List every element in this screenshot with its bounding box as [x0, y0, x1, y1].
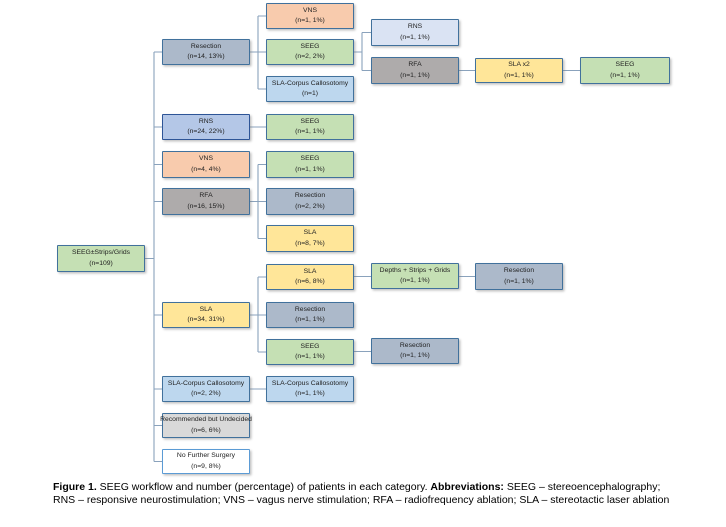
node-seeg-strips-grids-root: SEEG±Strips/Grids (n=109) — [57, 245, 145, 272]
node-label: No Further Surgery — [176, 452, 236, 460]
node-seeg-1-after-rfa: SEEG (n=1, 1%) — [266, 151, 354, 178]
abbreviations-label: Abbreviations: — [430, 481, 504, 493]
node-resection-1-after-seeg: Resection (n=1, 1%) — [371, 338, 459, 364]
node-seeg-2: SEEG (n=2, 2%) — [266, 39, 354, 65]
node-stats: (n=8, 7%) — [295, 239, 325, 247]
node-label: SLA-Corpus Callosotomy — [167, 379, 245, 387]
node-resection-1-after-depths: Resection (n=1, 1%) — [475, 263, 563, 290]
node-stats: (n=2, 2%) — [295, 202, 325, 210]
node-label: Resection — [399, 341, 431, 349]
node-stats: (n=1, 1%) — [295, 390, 325, 397]
node-stats: (n=34, 31%) — [187, 316, 225, 323]
node-label: RFA — [199, 192, 213, 200]
node-label: SLA x2 — [508, 61, 530, 69]
node-stats: (n=1, 1%) — [400, 277, 430, 284]
node-stats: (n=1, 1%) — [400, 33, 430, 41]
node-stats: (n=6, 6%) — [191, 426, 221, 434]
node-stats: (n=24, 22%) — [187, 128, 225, 135]
node-stats: (n=16, 15%) — [187, 202, 225, 210]
node-sla-x2: SLA x2 (n=1, 1%) — [475, 58, 563, 83]
node-label: SLA — [199, 305, 213, 313]
node-rns-24: RNS (n=24, 22%) — [162, 114, 250, 140]
node-stats: (n=1, 1%) — [400, 71, 430, 79]
figure-caption: Figure 1. SEEG workflow and number (perc… — [53, 481, 681, 508]
node-stats: (n=6, 8%) — [295, 278, 325, 285]
node-stats: (n=1, 1%) — [504, 277, 534, 285]
node-sla-34: SLA (n=34, 31%) — [162, 302, 250, 328]
node-rns-1: RNS (n=1, 1%) — [371, 19, 459, 46]
node-label: VNS — [199, 155, 213, 163]
node-stats: (n=1, 1%) — [295, 17, 325, 24]
node-vns-4: VNS (n=4, 4%) — [162, 151, 250, 178]
node-no-further-surgery: No Further Surgery (n=9, 8%) — [162, 449, 250, 474]
node-recommended-but-undecided: Recommended but Undecided (n=6, 6%) — [160, 413, 252, 438]
node-label: SLA-Corpus Callosotomy — [271, 379, 349, 387]
node-vns-1: VNS (n=1, 1%) — [266, 3, 354, 29]
node-label: SLA — [303, 229, 317, 237]
node-stats: (n=1, 1%) — [400, 352, 430, 359]
node-label: RNS — [407, 23, 423, 31]
node-sla-corpus-callosotomy-2: SLA-Corpus Callosotomy (n=2, 2%) — [162, 376, 250, 402]
node-label: Resection — [294, 192, 326, 200]
figure-label: Figure 1. — [53, 481, 97, 493]
node-label: SLA — [303, 267, 317, 275]
node-sla-corpus-callosotomy-1-followup: SLA-Corpus Callosotomy (n=1, 1%) — [266, 376, 354, 402]
node-sla-8: SLA (n=8, 7%) — [266, 225, 354, 252]
caption-text: SEEG workflow and number (percentage) of… — [96, 481, 431, 493]
node-stats: (n=1, 1%) — [295, 165, 325, 173]
node-stats: (n=1, 1%) — [504, 71, 534, 79]
node-sla-corpus-callosotomy-1: SLA-Corpus Callosotomy (n=1) — [266, 76, 354, 102]
node-label: SEEG±Strips/Grids — [71, 249, 131, 257]
node-label: Resection — [190, 42, 222, 50]
node-label: SEEG — [300, 342, 320, 350]
node-rfa-16: RFA (n=16, 15%) — [162, 188, 250, 215]
node-stats: (n=109) — [89, 259, 113, 267]
node-label: Resection — [294, 305, 326, 313]
node-label: Resection — [503, 267, 535, 275]
node-label: RNS — [198, 117, 214, 125]
node-stats: (n=1, 1%) — [295, 128, 325, 135]
node-stats: (n=14, 13%) — [187, 53, 225, 60]
node-sla-6: SLA (n=6, 8%) — [266, 264, 354, 290]
node-stats: (n=1) — [301, 90, 319, 97]
node-resection-1-after-sla: Resection (n=1, 1%) — [266, 302, 354, 328]
node-label: RFA — [408, 61, 422, 69]
node-label: SLA-Corpus Callosotomy — [271, 79, 349, 87]
node-label: SEEG — [300, 155, 320, 163]
node-label: SEEG — [300, 117, 320, 125]
abbreviations-text: SEEG – stereoencephalography; RNS – resp… — [53, 481, 670, 507]
node-seeg-1-after-sla: SEEG (n=1, 1%) — [266, 339, 354, 365]
node-seeg-1-after-rns: SEEG (n=1, 1%) — [266, 114, 354, 140]
node-label: SEEG — [615, 61, 635, 69]
node-stats: (n=4, 4%) — [191, 165, 221, 173]
node-label: VNS — [303, 6, 317, 14]
node-label: SEEG — [300, 42, 320, 50]
node-stats: (n=1, 1%) — [295, 316, 325, 323]
node-depths-strips-grids: Depths + Strips + Grids (n=1, 1%) — [371, 263, 459, 289]
node-stats: (n=1, 1%) — [295, 353, 325, 360]
node-label: Depths + Strips + Grids — [379, 266, 451, 274]
node-stats: (n=2, 2%) — [191, 390, 221, 397]
node-stats: (n=9, 8%) — [191, 462, 221, 470]
node-stats: (n=1, 1%) — [610, 71, 640, 79]
node-rfa-1: RFA (n=1, 1%) — [371, 57, 459, 84]
node-stats: (n=2, 2%) — [295, 53, 325, 60]
node-seeg-1-after-slax2: SEEG (n=1, 1%) — [580, 57, 670, 84]
node-resection-14: Resection (n=14, 13%) — [162, 39, 250, 65]
node-label: Recommended but Undecided — [160, 416, 252, 424]
node-resection-2: Resection (n=2, 2%) — [266, 188, 354, 215]
